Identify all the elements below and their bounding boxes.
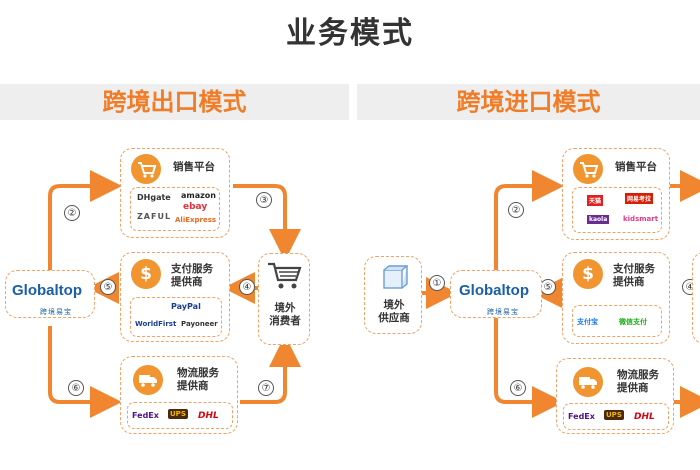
- logo-amazon: amazon: [181, 191, 216, 200]
- export-logistics-node: 物流服务 提供商 FedEx UPS DHL: [120, 356, 238, 434]
- import-title: 跨境进口模式: [456, 88, 601, 116]
- step-number: ⑥: [68, 380, 84, 396]
- logo-ups: UPS: [604, 410, 624, 420]
- arrow-import-2: [494, 170, 564, 272]
- import-sales-platform-node: 销售平台 天猫 网易考拉 kaola kidsmart: [562, 148, 670, 240]
- globaltop-node: Globaltop 跨境易宝: [450, 270, 542, 318]
- import-payment-node: $ 支付服务 提供商 支付宝 微信支付: [562, 252, 670, 344]
- payment-logos: PayPal WorldFirst Payoneer: [130, 297, 222, 337]
- logo-dhgate: DHgate: [137, 193, 171, 202]
- export-sales-platform-node: 销售平台 DHgate amazon ZAFUL ebay AliExpress: [120, 148, 230, 238]
- cart-icon: [131, 154, 161, 184]
- logo-alipay: 支付宝: [577, 318, 598, 326]
- export-consumer-node: 境外 消费者: [258, 253, 310, 345]
- import-supplier-node: 境外 供应商: [364, 256, 422, 334]
- arrow-export-7: [240, 335, 301, 404]
- step-number: ③: [256, 192, 272, 208]
- logo-ups: UPS: [168, 409, 188, 419]
- globaltop-logo: Globaltop 跨境易宝: [459, 280, 529, 318]
- cart-icon: [573, 154, 603, 184]
- globaltop-sub: 跨境易宝: [487, 308, 519, 316]
- logo-dhl: DHL: [198, 411, 219, 421]
- step-number: ②: [64, 205, 80, 221]
- box-icon: [380, 263, 409, 295]
- logo-payoneer: Payoneer: [181, 320, 218, 328]
- step-number: ⑦: [258, 380, 274, 396]
- globaltop-node: Globaltop 跨境易宝: [5, 270, 95, 318]
- logistics-label: 物流服务 提供商: [177, 367, 219, 392]
- logo-aliexpress: AliExpress: [175, 216, 217, 224]
- sales-platform-label: 销售平台: [615, 161, 657, 173]
- logo-fedex: FedEx: [132, 411, 159, 420]
- arrow-export-2: [48, 170, 122, 272]
- export-title: 跨境出口模式: [102, 88, 247, 116]
- step-number: ④: [239, 279, 255, 295]
- payment-logos: 支付宝 微信支付: [572, 305, 662, 337]
- logistics-logos: FedEx UPS DHL: [563, 403, 669, 430]
- globaltop-name: Globaltop: [12, 282, 82, 299]
- supplier-label: 境外 供应商: [378, 299, 410, 324]
- import-section-header: 跨境进口模式: [357, 84, 700, 120]
- import-logistics-node: 物流服务 提供商 FedEx UPS DHL: [556, 358, 674, 434]
- logo-fedex: FedEx: [568, 412, 595, 421]
- sales-platform-label: 销售平台: [173, 161, 215, 173]
- step-number: ①: [429, 275, 445, 291]
- step-number: ⑥: [510, 380, 526, 396]
- logo-kaola: 网易考拉: [625, 193, 654, 204]
- sales-logos: 天猫 网易考拉 kaola kidsmart: [572, 187, 662, 233]
- logo-zaful: ZAFUL: [137, 212, 172, 221]
- logo-paypal: PayPal: [171, 302, 201, 311]
- payment-label: 支付服务 提供商: [171, 263, 213, 288]
- truck-icon: [573, 367, 603, 397]
- step-number: ⑤: [100, 279, 116, 295]
- consumer-label: 境外 消费者: [269, 302, 301, 327]
- arrow-export-6: [48, 326, 122, 418]
- logo-wechatpay: 微信支付: [619, 318, 647, 326]
- logo-worldfirst: WorldFirst: [135, 320, 177, 328]
- payment-label: 支付服务 提供商: [613, 263, 655, 288]
- dollar-icon: $: [131, 259, 161, 289]
- globaltop-logo: Globaltop 跨境易宝: [12, 280, 82, 318]
- dollar-icon: $: [573, 259, 603, 289]
- import-consumer-node-partial: [692, 252, 700, 344]
- step-number: ⑤: [540, 279, 556, 295]
- logistics-label: 物流服务 提供商: [617, 369, 659, 394]
- cart-icon: [265, 258, 305, 298]
- page-title: 业务模式: [286, 16, 414, 51]
- arrow-import-6: [494, 318, 564, 418]
- export-payment-node: $ 支付服务 提供商 PayPal WorldFirst Payoneer: [120, 252, 230, 342]
- truck-icon: [133, 365, 163, 395]
- arrow-export-3: [233, 184, 301, 261]
- logo-ebay: ebay: [183, 202, 208, 212]
- logo-dhl: DHL: [634, 412, 655, 422]
- logo-kaola-en: kaola: [587, 215, 610, 224]
- globaltop-name: Globaltop: [459, 282, 529, 299]
- logistics-logos: FedEx UPS DHL: [127, 402, 233, 429]
- logo-kidsmart: kidsmart: [623, 215, 659, 223]
- step-number: ②: [508, 202, 524, 218]
- logo-tmall: 天猫: [587, 195, 604, 206]
- globaltop-sub: 跨境易宝: [40, 308, 72, 316]
- sales-logos: DHgate amazon ZAFUL ebay AliExpress: [130, 187, 220, 231]
- export-section-header: 跨境出口模式: [0, 84, 349, 120]
